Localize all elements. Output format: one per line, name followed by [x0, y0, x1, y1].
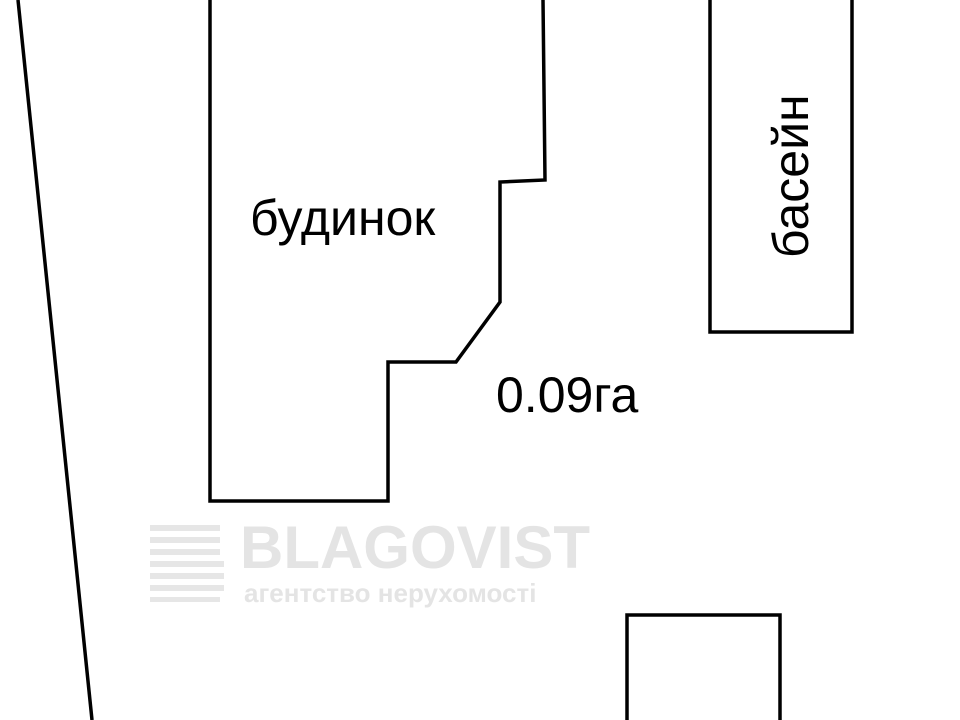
outbuilding-outline [625, 613, 782, 720]
house-label: будинок [250, 190, 436, 246]
watermark: BLAGOVIST агентство нерухомості [150, 514, 590, 608]
plot-boundary-line [16, 0, 94, 720]
pool-label: басейн [763, 94, 819, 258]
watermark-logo-icon [150, 525, 224, 602]
watermark-tagline: агентство нерухомості [244, 578, 536, 608]
pool-outline [708, 0, 854, 334]
watermark-brand: BLAGOVIST [240, 514, 590, 581]
house-outline [208, 0, 547, 503]
area-label: 0.09га [496, 367, 638, 423]
